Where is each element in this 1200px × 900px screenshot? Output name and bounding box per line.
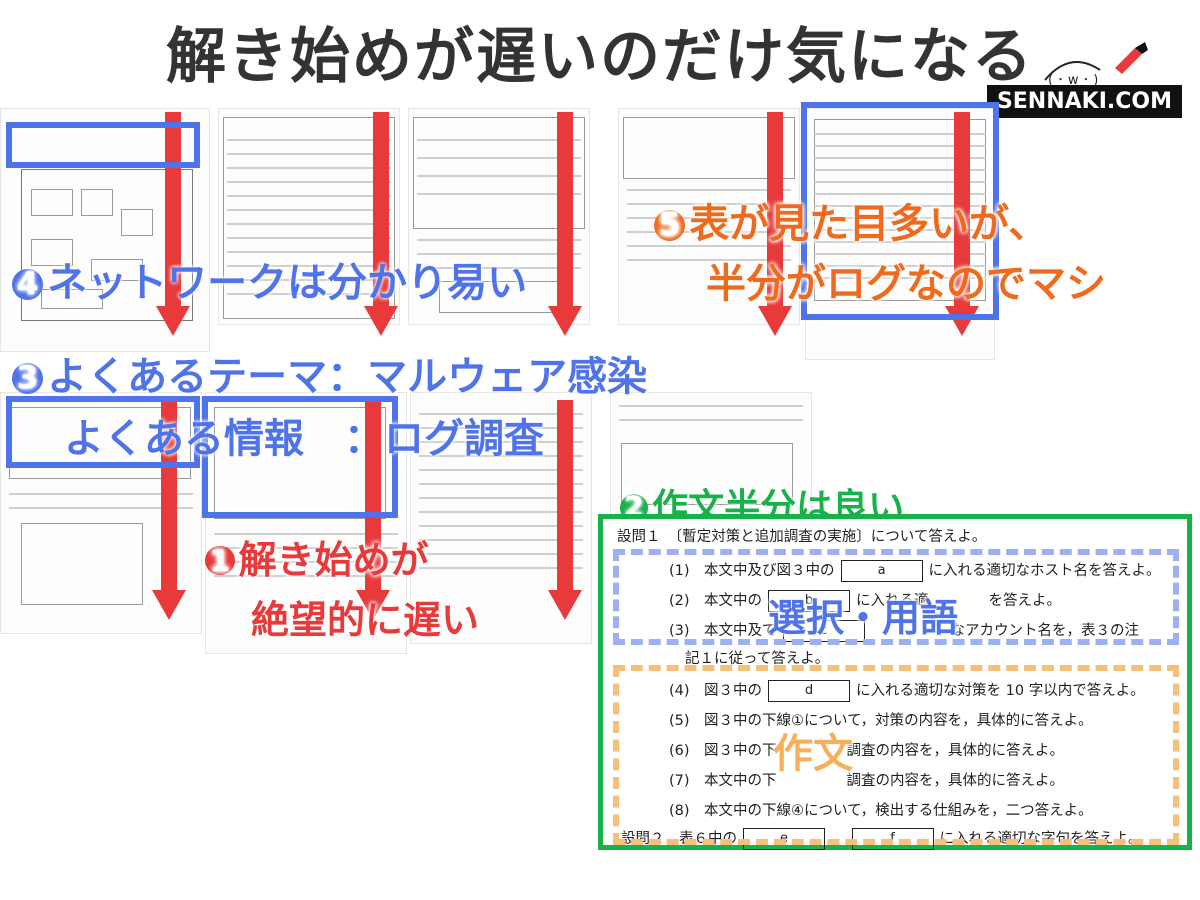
annotation-text-3a: よくあるテーマ：マルウェア感染 (47, 354, 648, 400)
question-7: (7) 本文中の下調査の内容を，具体的に答えよ。 (669, 773, 1065, 789)
down-arrow-7 (356, 400, 390, 622)
annotation-number-3: 3 (12, 362, 44, 394)
answer-box-d: d (768, 680, 851, 702)
highlight-frame-pc-log (801, 102, 999, 320)
annotation-number-1: 1 (205, 546, 235, 576)
essay-label: 作文 (773, 731, 853, 777)
question-panel: 設問１ 〔暫定対策と追加調査の実施〕について答えよ。 (1) 本文中及び図３中の… (598, 514, 1192, 850)
annotation-number-4: 4 (12, 268, 44, 300)
question-6: (6) 図３中の下調査の内容を，具体的に答えよ。 (669, 743, 1065, 759)
down-arrow-2 (364, 112, 398, 338)
annotation-text-3b: よくある情報 ：ログ調査 (64, 416, 544, 462)
brand-badge: SENNAKI.COM (986, 85, 1182, 118)
annotation-text-1a: 解き始めが (238, 538, 429, 582)
question-3-cont: 記１に従って答えよ。 (685, 651, 830, 667)
down-arrow-3 (548, 112, 582, 338)
essay-group-frame (613, 665, 1179, 845)
question-8: (8) 本文中の下線④について，検出する仕組みを，二つ答えよ。 (669, 803, 1093, 819)
selection-label: 選択・用語 (768, 596, 959, 640)
down-arrow-8 (548, 400, 582, 622)
annotation-text-4: ネットワークは分かり易い (47, 260, 528, 306)
annotation-text-5a: 表が見た目多いが、 (689, 201, 1049, 247)
answer-box-b: b (768, 590, 851, 612)
exam-page-2 (218, 108, 400, 325)
highlight-frame-proxy-log (202, 396, 398, 518)
down-arrow-5 (945, 112, 979, 338)
down-arrow-1 (156, 112, 190, 338)
mascot-doodle: ( ･ w ･ ) (1044, 42, 1148, 88)
mascot-face: ( ･ w ･ ) (1048, 73, 1098, 88)
annotation-text-5b: 半分がログなのでマシ (706, 261, 1106, 307)
selection-group-frame (613, 549, 1179, 645)
question-5: (5) 図３中の下線①について，対策の内容を，具体的に答えよ。 (669, 713, 1093, 729)
down-arrow-6 (152, 400, 186, 622)
highlight-frame-log-table (6, 396, 200, 468)
answer-box-a: a (840, 560, 923, 582)
down-arrow-4 (758, 112, 792, 338)
page-title: 解き始めが遅いのだけ気になる (166, 22, 1034, 92)
annotation-text-1b: 絶望的に遅い (251, 598, 480, 642)
question-header: 設問１ 〔暫定対策と追加調査の実施〕について答えよ。 (617, 529, 987, 545)
annotation-number-5: 5 (654, 209, 686, 241)
highlight-frame-intro (6, 122, 200, 168)
